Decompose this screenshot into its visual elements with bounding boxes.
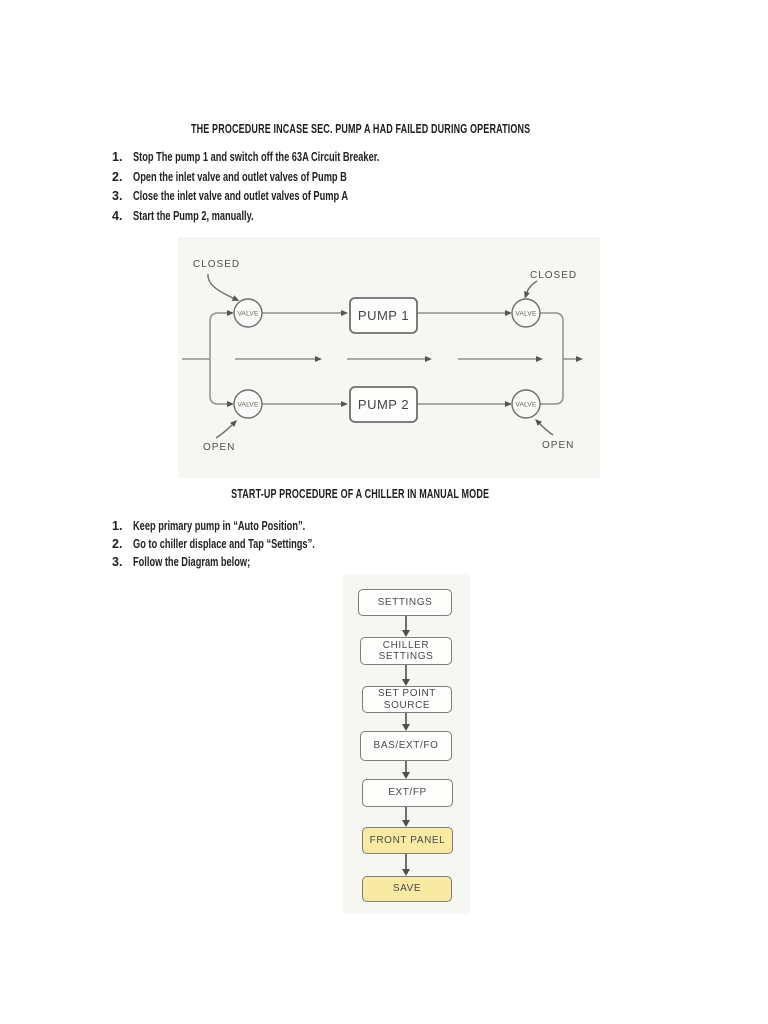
pump1-label: PUMP 1	[358, 308, 409, 323]
flowchart-node-chiller-settings: CHILLER SETTINGS	[360, 637, 452, 665]
flowchart-node-front-panel: FRONT PANEL	[362, 827, 453, 854]
list-item: 3. Follow the Diagram below;	[112, 555, 291, 569]
section1-title: THE PROCEDURE INCASE SEC. PUMP A HAD FAI…	[0, 122, 721, 136]
flowchart-node-set-point-source: SET POINT SOURCE	[362, 686, 452, 713]
pump2-label: PUMP 2	[358, 397, 409, 412]
branch-to-valve-top-left	[209, 310, 234, 359]
flowchart-arrow-icon	[402, 854, 409, 876]
list-item-number: 4.	[112, 209, 123, 223]
settings-flowchart: SETTINGS CHILLER SETTINGS SET POINT SOUR…	[343, 574, 470, 914]
valve-bottom-left	[233, 389, 263, 419]
flowchart-arrow-icon	[402, 807, 409, 827]
valve-texts: VALVE VALVE VALVE VALVE	[238, 311, 537, 409]
valve-label: VALVE	[516, 402, 537, 409]
section2-title-text: START-UP PROCEDURE OF A CHILLER IN MANUA…	[231, 487, 490, 501]
label-pointer-arrows	[207, 273, 554, 439]
valve-bottom-right	[511, 389, 541, 419]
list-item-text: Keep primary pump in “Auto Position”.	[133, 519, 306, 533]
pipe-lines	[182, 310, 583, 407]
valve-circles	[233, 298, 541, 419]
flowchart-node-bas-ext-fo: BAS/EXT/FO	[360, 731, 452, 761]
list-item: 2. Open the inlet valve and outlet valve…	[112, 170, 422, 184]
closed-pointer-top-left	[207, 273, 240, 301]
flowchart-arrow-icon	[402, 761, 409, 779]
list-item-number: 3.	[112, 189, 123, 203]
list-item: 1. Stop The pump 1 and switch off the 63…	[112, 150, 466, 164]
list-item-number: 2.	[112, 537, 123, 551]
flowchart-node-save: SAVE	[362, 876, 452, 902]
closed-pointer-top-right	[524, 280, 538, 299]
list-item-number: 1.	[112, 150, 123, 164]
flowchart-node-ext-fp: EXT/FP	[362, 779, 453, 807]
state-label-open-bottom-left: OPEN	[203, 442, 235, 453]
valve-top-right	[511, 298, 541, 328]
valve-top-left	[233, 298, 263, 328]
branch-to-valve-bottom-left	[209, 359, 234, 407]
list-item: 2. Go to chiller displace and Tap “Setti…	[112, 537, 379, 551]
state-label-closed-top-left: CLOSED	[193, 259, 240, 270]
valve-label: VALVE	[238, 402, 259, 409]
list-item-text: Close the inlet valve and outlet valves …	[133, 189, 349, 203]
list-item: 3. Close the inlet valve and outlet valv…	[112, 189, 424, 203]
section1-title-text: THE PROCEDURE INCASE SEC. PUMP A HAD FAI…	[190, 122, 531, 136]
valve-label: VALVE	[238, 311, 259, 318]
section2-title: START-UP PROCEDURE OF A CHILLER IN MANUA…	[0, 487, 721, 501]
pump1-box	[349, 297, 418, 334]
list-item-text: Follow the Diagram below;	[133, 555, 251, 569]
flowchart-arrow-icon	[402, 616, 409, 637]
open-pointer-bottom-left	[215, 420, 237, 439]
flowchart-arrow-icon	[402, 713, 409, 731]
list-item: 1. Keep primary pump in “Auto Position”.	[112, 519, 366, 533]
open-pointer-bottom-right	[535, 419, 554, 436]
list-item-text: Start the Pump 2, manually.	[133, 209, 254, 223]
list-item-text: Open the inlet valve and outlet valves o…	[133, 170, 347, 184]
list-item-number: 1.	[112, 519, 123, 533]
pump-diagram-svg: VALVE VALVE VALVE VALVE PUMP 1 PUMP 2 CL…	[182, 259, 583, 453]
list-item-text: Stop The pump 1 and switch off the 63A C…	[133, 150, 380, 164]
state-label-open-bottom-right: OPEN	[542, 440, 574, 451]
right-pipe	[540, 312, 564, 405]
pump2-box	[349, 386, 418, 423]
state-label-closed-top-right: CLOSED	[530, 270, 577, 281]
list-item-number: 2.	[112, 170, 123, 184]
flowchart-node-settings: SETTINGS	[358, 589, 452, 616]
valve-label: VALVE	[516, 311, 537, 318]
pump-diagram: VALVE VALVE VALVE VALVE PUMP 1 PUMP 2 CL…	[178, 237, 600, 478]
list-item-text: Go to chiller displace and Tap “Settings…	[133, 537, 315, 551]
list-item-number: 3.	[112, 555, 123, 569]
list-item: 4. Start the Pump 2, manually.	[112, 209, 296, 223]
flowchart-arrow-icon	[402, 665, 409, 686]
